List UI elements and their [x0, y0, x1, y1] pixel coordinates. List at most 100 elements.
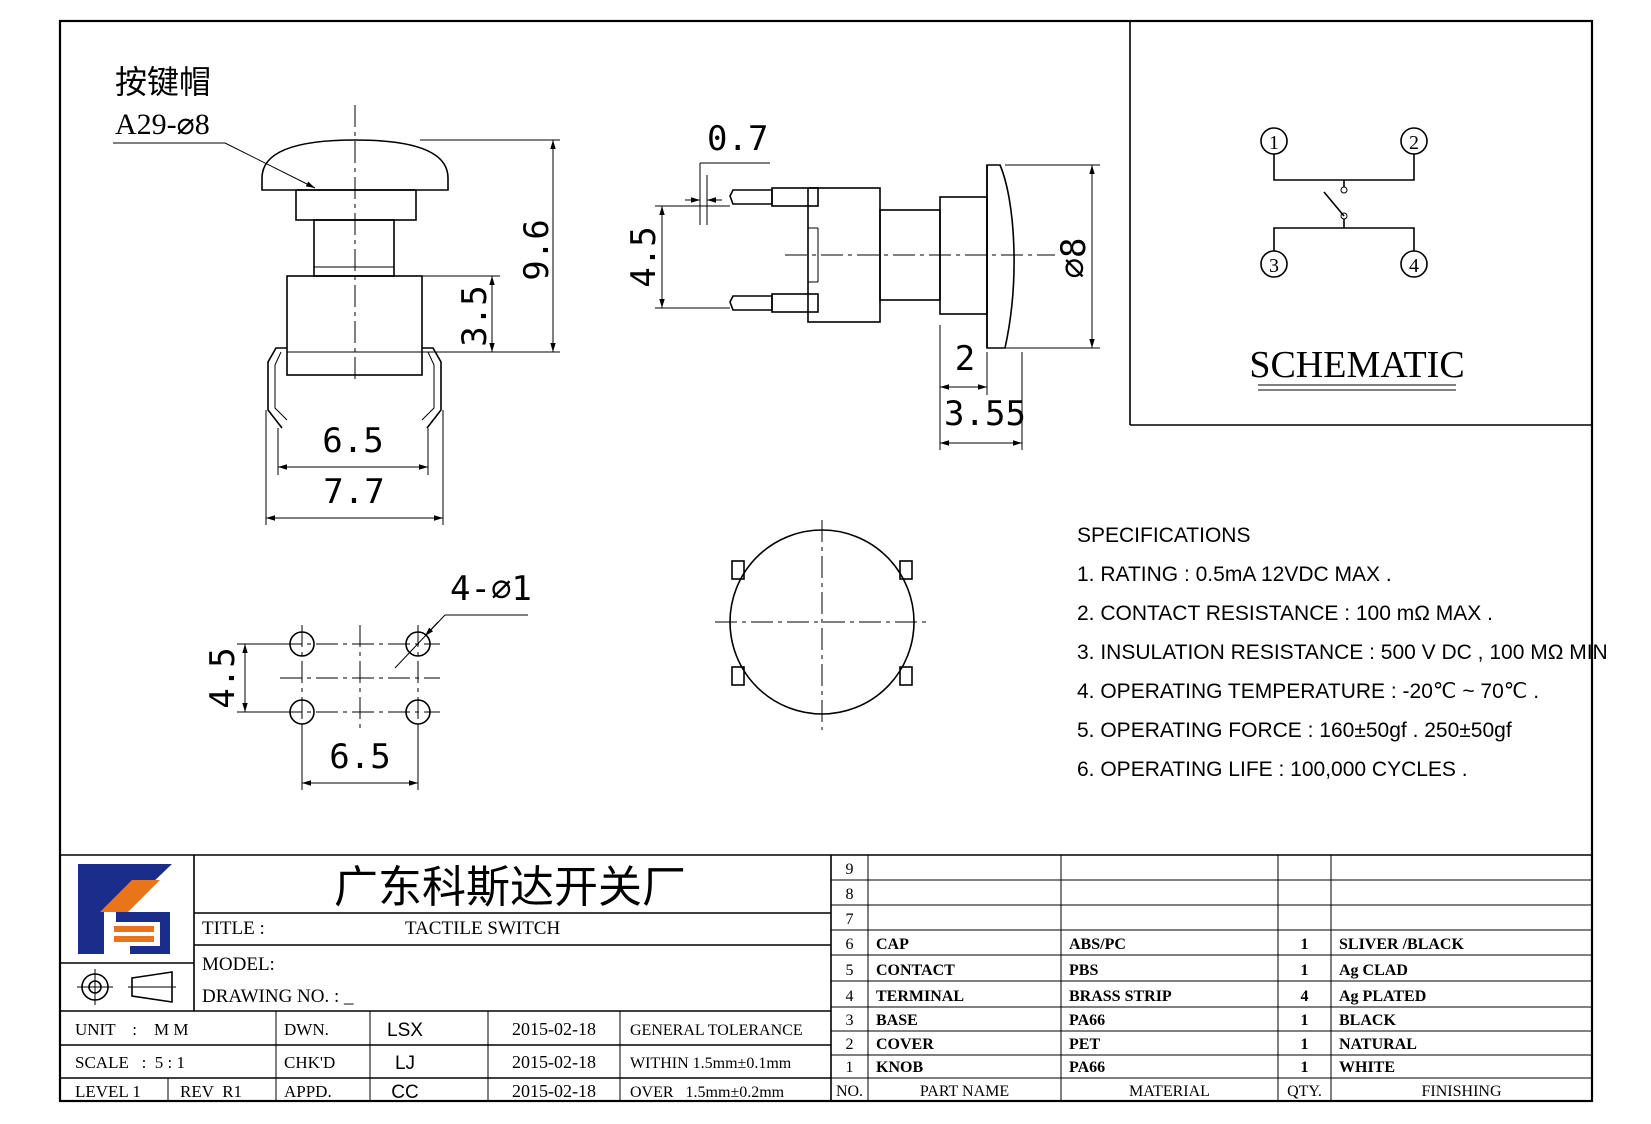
- bom-cell-part: KNOB: [876, 1059, 923, 1076]
- date-dwn: 2015-02-18: [512, 1019, 596, 1039]
- bom-cell-qty: 1: [1301, 962, 1309, 979]
- bom-cell-qty: 1: [1301, 936, 1309, 953]
- dim-height-total: 9.6: [517, 219, 557, 280]
- schematic-pin-2: 2: [1409, 132, 1419, 154]
- bom-cell-finish: NATURAL: [1339, 1036, 1417, 1053]
- spec-heading: SPECIFICATIONS: [1077, 524, 1250, 547]
- dim-width-body: 6.5: [322, 421, 383, 461]
- level-field: LEVEL 1: [75, 1082, 141, 1101]
- bom-cell-material: BRASS STRIP: [1069, 988, 1172, 1005]
- rev-field: REV R1: [180, 1082, 242, 1101]
- title-block: 广东科斯达开关厂 TITLE : TACTILE SWITCH MODEL: D…: [60, 854, 1592, 1103]
- bom-cell-no: 3: [846, 1012, 854, 1029]
- dim-width-leads: 7.7: [323, 472, 384, 512]
- dim-hole-v-spacing: 4.5: [203, 647, 243, 708]
- name-chkd: LJ: [395, 1053, 415, 1074]
- date-chkd: 2015-02-18: [512, 1052, 596, 1072]
- bom-cell-qty: 1: [1301, 1012, 1309, 1029]
- company-name: 广东科斯达开关厂: [334, 863, 686, 912]
- bom-cell-finish: SLIVER /BLACK: [1339, 936, 1464, 953]
- bom-cell-no: 9: [846, 861, 854, 878]
- bom-cell-part: CAP: [876, 936, 909, 953]
- bom-cell-material: PA66: [1069, 1059, 1105, 1076]
- schematic: 1 2 3 4 SCHEMATIC: [1129, 21, 1592, 426]
- date-appd: 2015-02-18: [512, 1081, 596, 1101]
- role-dwn: DWN.: [284, 1020, 329, 1039]
- bom-header: QTY.: [1287, 1083, 1322, 1100]
- dim-holes: 4-⌀1: [450, 569, 532, 609]
- tolerance-over: OVER 1.5mm±0.2mm: [630, 1084, 785, 1101]
- front-cap: [986, 164, 1015, 349]
- dim-depth: 3.55: [944, 394, 1026, 434]
- unit-field: UNIT : M M: [75, 1020, 189, 1039]
- dim-pin-width: 0.7: [707, 119, 768, 159]
- cap-leader: [224, 142, 316, 189]
- bom-header: PART NAME: [920, 1083, 1009, 1100]
- bom-cell-finish: WHITE: [1339, 1059, 1395, 1076]
- bom-cell-part: BASE: [876, 1012, 918, 1029]
- spec-item-3: 3. INSULATION RESISTANCE : 500 V DC , 10…: [1077, 641, 1608, 664]
- bom-cell-material: PA66: [1069, 1012, 1105, 1029]
- bom-cell-qty: 4: [1301, 988, 1309, 1005]
- name-appd: CC: [391, 1082, 418, 1103]
- spec-item-5: 5. OPERATING FORCE : 160±50gf . 250±50gf: [1077, 719, 1512, 742]
- bom-header: FINISHING: [1422, 1083, 1502, 1100]
- schematic-pin-3: 3: [1269, 255, 1279, 277]
- bom-cell-part: COVER: [876, 1036, 934, 1053]
- scale-field: SCALE : 5 : 1: [75, 1053, 185, 1072]
- bom-cell-no: 7: [846, 911, 854, 928]
- bom-header: NO.: [836, 1083, 863, 1100]
- bom-cell-material: ABS/PC: [1069, 936, 1126, 953]
- tolerance-title: GENERAL TOLERANCE: [630, 1022, 803, 1039]
- bom-cell-part: TERMINAL: [876, 988, 964, 1005]
- title-value: TACTILE SWITCH: [405, 918, 560, 939]
- bom-cell-material: PET: [1069, 1036, 1100, 1053]
- schematic-pin-1: 1: [1269, 132, 1279, 154]
- dim-hole-h-spacing: 6.5: [329, 737, 390, 777]
- model-label: MODEL:: [202, 954, 275, 975]
- bom-header: MATERIAL: [1129, 1083, 1210, 1100]
- top-view: [715, 520, 930, 730]
- dim-height-body: 3.5: [455, 285, 495, 346]
- bom-cell-no: 4: [846, 988, 854, 1005]
- spec-item-1: 1. RATING : 0.5mA 12VDC MAX .: [1077, 563, 1392, 586]
- spec-item-4: 4. OPERATING TEMPERATURE : -20℃ ~ 70℃ .: [1077, 680, 1539, 703]
- bom-cell-no: 6: [846, 936, 854, 953]
- bom-cell-material: PBS: [1069, 962, 1098, 979]
- role-chkd: CHK'D: [284, 1053, 335, 1072]
- role-appd: APPD.: [284, 1082, 332, 1101]
- cap-label-cn: 按键帽: [115, 64, 211, 100]
- specifications: SPECIFICATIONS 1. RATING : 0.5mA 12VDC M…: [1077, 524, 1608, 781]
- side-view: 按键帽 A29-⌀8 9.6 3.5 6.5: [113, 64, 560, 525]
- schematic-switch-blade: [1323, 191, 1345, 217]
- schematic-title: SCHEMATIC: [1249, 344, 1464, 386]
- bom-cell-qty: 1: [1301, 1036, 1309, 1053]
- company-logo: [78, 864, 172, 954]
- bom-cell-no: 5: [846, 962, 854, 979]
- schematic-pin-4: 4: [1409, 255, 1419, 277]
- dim-gap: 2: [955, 339, 975, 379]
- dim-diameter: ⌀8: [1054, 238, 1094, 279]
- bom-cell-finish: Ag CLAD: [1339, 962, 1408, 979]
- projection-symbol-icon: [77, 969, 176, 1005]
- bom-cell-no: 8: [846, 886, 854, 903]
- front-view: 0.7 4.5 ⌀8: [624, 119, 1100, 450]
- bom-cell-no: 2: [846, 1036, 854, 1053]
- spec-item-6: 6. OPERATING LIFE : 100,000 CYCLES .: [1077, 758, 1468, 781]
- bom-cell-no: 1: [846, 1059, 854, 1076]
- spec-item-2: 2. CONTACT RESISTANCE : 100 mΩ MAX .: [1077, 602, 1493, 625]
- tolerance-within: WITHIN 1.5mm±0.1mm: [630, 1055, 792, 1072]
- drawing-no-label: DRAWING NO. : _: [202, 986, 354, 1007]
- bom-cell-qty: 1: [1301, 1059, 1309, 1076]
- bom-cell-finish: Ag PLATED: [1339, 988, 1426, 1005]
- name-dwn: LSX: [387, 1020, 423, 1041]
- cap-label-code: A29-⌀8: [115, 108, 210, 141]
- sheet-border: [58, 19, 1594, 1103]
- footprint-view: 4-⌀1 4.5 6.5: [203, 569, 532, 790]
- bom-cell-part: CONTACT: [876, 962, 955, 979]
- title-label: TITLE :: [202, 918, 265, 939]
- dim-pin-spacing: 4.5: [624, 226, 664, 287]
- cap-shape: [261, 139, 449, 191]
